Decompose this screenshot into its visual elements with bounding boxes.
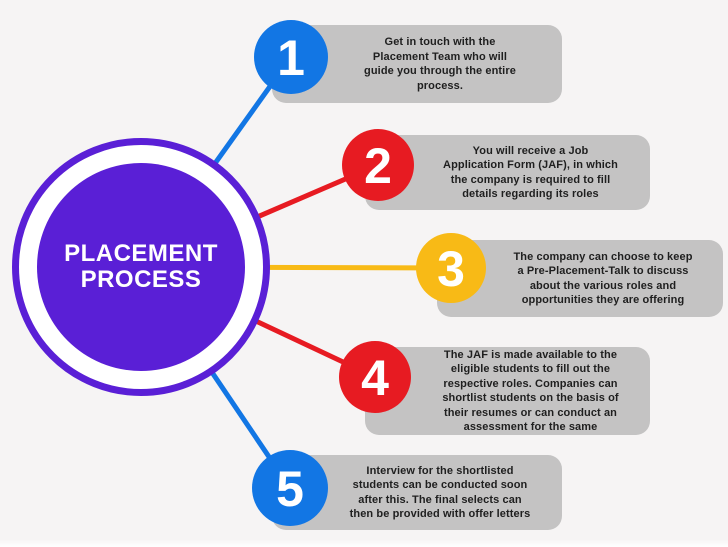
bottom-fade-strip (0, 539, 728, 547)
step-4-text: The JAF is made available to the eligibl… (442, 348, 619, 434)
step-1-textbox: Get in touch with the Placement Team who… (272, 25, 562, 103)
hub-title: PLACEMENT PROCESS (64, 239, 218, 293)
step-3-text: The company can choose to keep a Pre-Pla… (513, 250, 693, 307)
step-3-textbox: The company can choose to keep a Pre-Pla… (437, 240, 723, 317)
step-2-textbox: You will receive a Job Application Form … (365, 135, 650, 210)
step-5-textbox: Interview for the shortlisted students c… (272, 455, 562, 530)
step-5-text: Interview for the shortlisted students c… (349, 464, 531, 521)
step-1-text: Get in touch with the Placement Team who… (364, 36, 516, 92)
step-2-text: You will receive a Job Application Form … (443, 144, 618, 201)
step-4-textbox: The JAF is made available to the eligibl… (365, 347, 650, 435)
